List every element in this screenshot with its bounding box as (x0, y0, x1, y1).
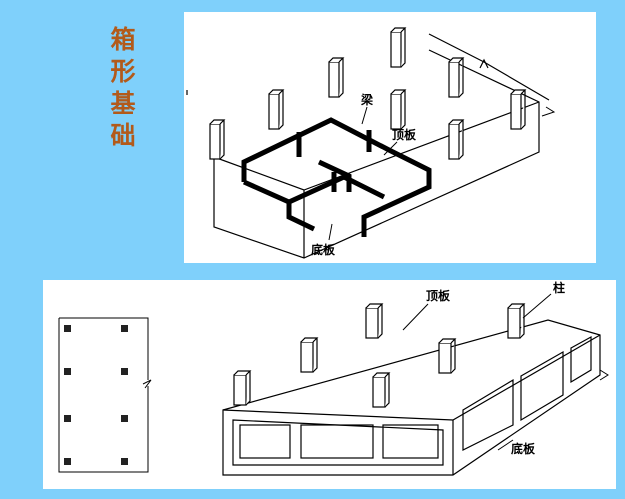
column (507, 303, 526, 339)
box-foundation-section-diagram: 顶板 柱 底板 (43, 280, 616, 489)
column (390, 89, 407, 130)
title-char-4: 础 (110, 121, 136, 150)
column (300, 337, 319, 373)
column (390, 27, 407, 68)
beams (241, 117, 432, 237)
box-section (222, 303, 609, 476)
plan-view (58, 317, 152, 473)
column-label: 柱 (553, 280, 565, 295)
column (372, 372, 391, 408)
box-foundation-diagram: 梁 顶板 底板 (184, 12, 596, 263)
column (438, 338, 457, 374)
column (209, 119, 226, 160)
title-char-1: 箱 (110, 25, 136, 54)
columns (209, 27, 527, 160)
column (365, 303, 384, 339)
column (510, 89, 527, 130)
bottom-slab-label-2: 底板 (511, 441, 536, 456)
top-slab-label-2: 顶板 (426, 288, 451, 303)
column (233, 370, 252, 406)
bottom-slab-label: 底板 (311, 242, 336, 257)
dimension-line-right (428, 33, 550, 101)
slide-title: 箱 形 基 础 (100, 24, 146, 152)
column (448, 57, 465, 98)
column (448, 119, 465, 160)
title-char-3: 基 (110, 89, 136, 118)
box-foundation-drawing: 梁 顶板 底板 (186, 27, 556, 259)
top-slab-label: 顶板 (392, 127, 417, 142)
column (268, 89, 285, 130)
columns-bottom (233, 303, 526, 408)
beam-label: 梁 (360, 92, 373, 107)
column (328, 57, 345, 98)
title-char-2: 形 (110, 57, 136, 86)
box-foundation-section-drawing: 顶板 柱 底板 (58, 280, 609, 476)
